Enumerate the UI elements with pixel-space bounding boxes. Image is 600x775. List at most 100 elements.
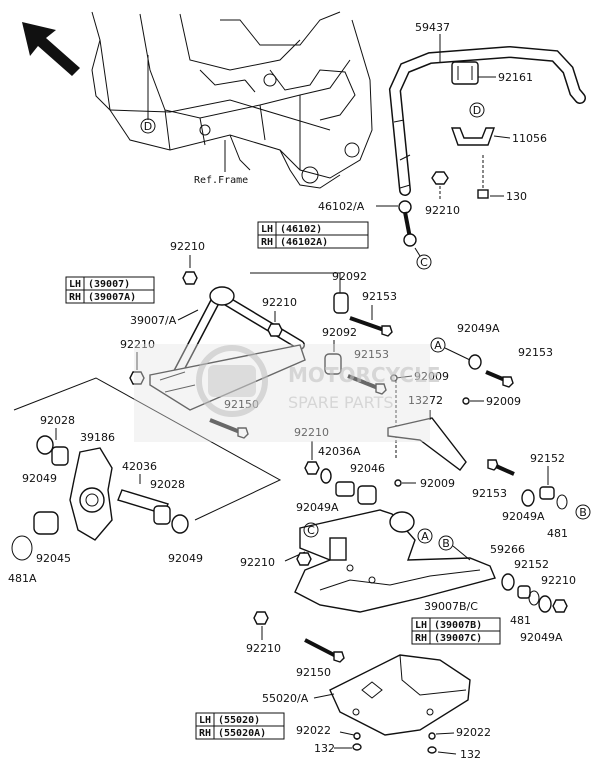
part-59437: 59437 — [415, 21, 450, 34]
svg-text:RH: RH — [69, 292, 81, 303]
part-92210-h: 92210 — [246, 642, 281, 655]
nut-92210-d — [129, 371, 145, 385]
part-130: 130 — [506, 190, 527, 203]
washer-92049a-d — [538, 595, 552, 613]
stabilizer-bar — [388, 45, 586, 196]
svg-text:RH: RH — [415, 633, 427, 644]
lh-rh-table-46102: LH (46102) RH (46102A) — [257, 221, 369, 249]
bolt-132-b — [427, 746, 437, 754]
svg-text:(39007C): (39007C) — [434, 633, 482, 644]
part-92045: 92045 — [36, 552, 71, 565]
part-481a: 481A — [8, 572, 37, 585]
svg-text:D: D — [144, 120, 152, 133]
part-132-a: 132 — [314, 742, 335, 755]
svg-text:RH: RH — [199, 728, 211, 739]
watermark: MOTORCYCLE SPARE PARTS — [134, 344, 440, 442]
part-92153-c: 92153 — [518, 346, 553, 359]
svg-text:(39007A): (39007A) — [88, 292, 136, 303]
part-92092-a: 92092 — [332, 270, 367, 283]
svg-text:A: A — [421, 530, 429, 543]
part-92161: 92161 — [498, 71, 533, 84]
part-481: 481 — [547, 527, 568, 540]
part-92049-a: 92049 — [22, 472, 57, 485]
svg-text:MOTORCYCLE: MOTORCYCLE — [288, 363, 440, 387]
bushing-92092-a — [333, 292, 349, 314]
part-92210-e: 92210 — [294, 426, 329, 439]
part-92210-f: 92210 — [541, 574, 576, 587]
bolt-92153-b — [347, 374, 387, 395]
svg-text:LH: LH — [261, 224, 273, 235]
svg-text:B: B — [442, 537, 450, 550]
part-92152-b: 92152 — [514, 558, 549, 571]
svg-text:(46102): (46102) — [280, 224, 322, 235]
bushing-92161 — [451, 61, 479, 85]
washer-92049a-c — [521, 489, 535, 507]
svg-text:B: B — [579, 506, 587, 519]
skid-plate-55020 — [329, 654, 471, 736]
svg-text:(55020A): (55020A) — [218, 728, 266, 739]
svg-text:SPARE PARTS: SPARE PARTS — [288, 393, 394, 412]
circlip-481a — [11, 535, 33, 561]
nut-92210-g — [296, 552, 312, 566]
nut-92210-a — [431, 171, 449, 200]
svg-text:(39007): (39007) — [88, 279, 130, 290]
part-55020a: 55020/A — [262, 692, 309, 705]
clip-92022-b — [428, 732, 436, 740]
lh-rh-table-55020: LH (55020) RH (55020A) — [195, 712, 285, 740]
lower-arm-39007b — [294, 509, 496, 613]
group-outline-left — [13, 377, 282, 521]
part-92210-g: 92210 — [240, 556, 275, 569]
part-39186: 39186 — [80, 431, 115, 444]
screw-92009-a — [390, 374, 398, 382]
callout-a-1: A — [430, 337, 446, 353]
part-92210-b: 92210 — [170, 240, 205, 253]
seal-92049-a — [36, 435, 54, 455]
part-92092-b: 92092 — [322, 326, 357, 339]
screw-92009-c — [394, 479, 402, 487]
callout-d-2: D — [469, 102, 485, 118]
bolt-132-a — [352, 743, 362, 751]
part-42036a: 42036A — [318, 445, 361, 458]
svg-text:C: C — [307, 524, 315, 537]
clamp-11056 — [451, 127, 495, 146]
nut-92210-b — [182, 271, 198, 285]
part-92046: 92046 — [350, 462, 385, 475]
bushing-92046 — [357, 485, 377, 505]
part-46102a: 46102/A — [318, 200, 365, 213]
circlip-481 — [556, 494, 568, 510]
lh-rh-table-39007: LH (39007) RH (39007A) — [65, 276, 155, 304]
svg-text:(39007B): (39007B) — [434, 620, 482, 631]
part-39007bc: 39007B/C — [424, 600, 478, 613]
bushing-92152-a — [539, 486, 555, 500]
part-13272: 13272 — [408, 394, 443, 407]
part-92022-a: 92022 — [296, 724, 331, 737]
seal-92049-b — [171, 514, 189, 534]
bolt-92153-d — [487, 459, 515, 476]
bolt-92150-a — [209, 418, 249, 439]
part-92210-a: 92210 — [425, 204, 460, 217]
part-92152-a: 92152 — [530, 452, 565, 465]
part-11056: 11056 — [512, 132, 547, 145]
bolt-92150-b — [304, 638, 345, 663]
bushing-92028-b — [153, 505, 171, 525]
part-92210-c: 92210 — [262, 296, 297, 309]
svg-text:LH: LH — [199, 715, 211, 726]
front-direction-arrow — [22, 22, 80, 76]
washer-92049a-a — [468, 354, 482, 370]
washer-92049a-b — [320, 468, 332, 484]
circlip-481-b — [528, 590, 540, 606]
guard-13272 — [387, 417, 467, 471]
part-92049a-b: 92049A — [296, 501, 339, 514]
frame-drawing — [91, 11, 373, 189]
bolt-92153-c — [485, 370, 514, 388]
svg-text:(55020): (55020) — [218, 715, 260, 726]
part-92028-b: 92028 — [150, 478, 185, 491]
part-92153-b: 92153 — [354, 348, 389, 361]
callout-b-2: B — [438, 535, 454, 551]
part-42036: 42036 — [122, 460, 157, 473]
part-132-b: 132 — [460, 748, 481, 761]
nut-92210-e — [304, 461, 320, 475]
part-92022-b: 92022 — [456, 726, 491, 739]
bushing-92092-b — [324, 353, 342, 375]
